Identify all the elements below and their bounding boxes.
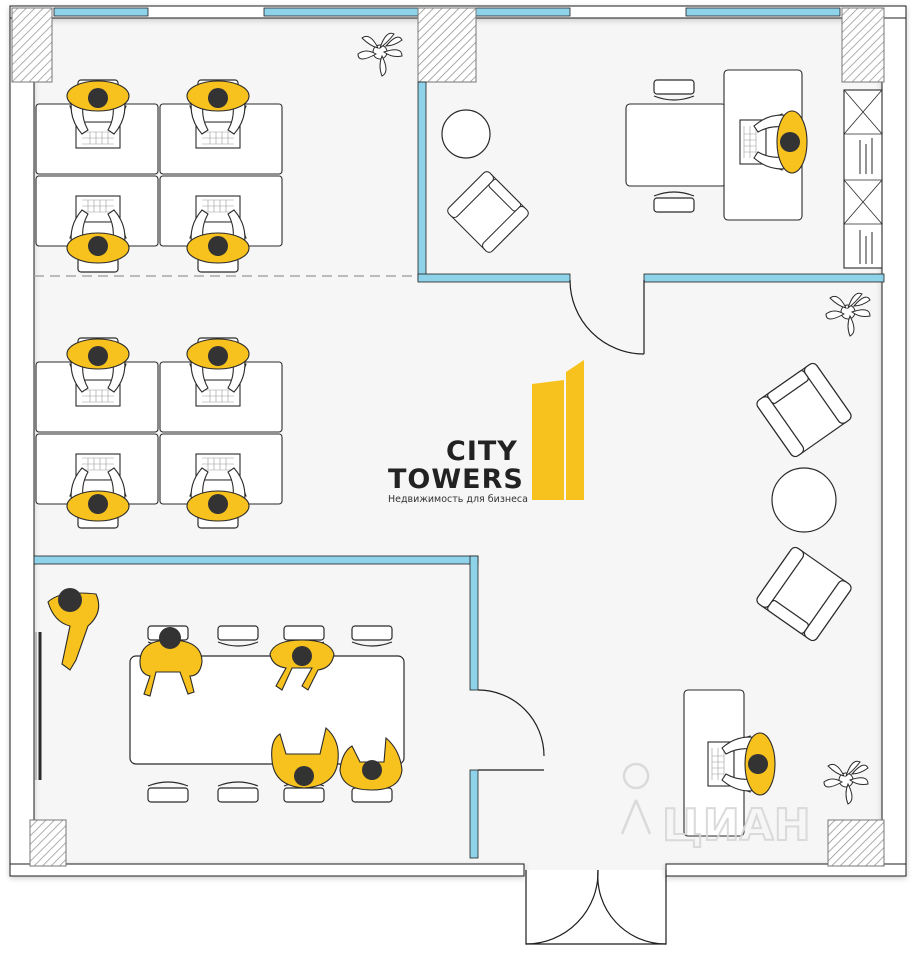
door-icon (477, 279, 667, 945)
logo-tagline: Недвижимость для бизнеса (388, 494, 528, 505)
cabinet-furniture (357, 32, 883, 269)
watermark-text: ЦИАН (662, 800, 811, 851)
lounge-area (683, 292, 871, 837)
outer-walls (9, 5, 907, 877)
brand-logo: CITY TOWERS Недвижимость для бизнеса (388, 360, 584, 505)
round-table-icon (771, 467, 837, 533)
logo-title-line1: CITY (446, 436, 518, 467)
conference-table (129, 655, 405, 765)
meeting-room (35, 588, 405, 803)
person-at-laptop-icon (739, 110, 808, 174)
watermark: ЦИАН (620, 762, 812, 852)
round-table-icon (441, 109, 491, 159)
tower-logo-mark (532, 380, 564, 500)
glass-partitions (33, 81, 885, 859)
structural-columns (11, 7, 885, 867)
logo-title-line2: TOWERS (388, 464, 524, 495)
person-icon (47, 588, 403, 791)
location-pin-icon (620, 762, 652, 835)
person-at-laptop-icon (707, 732, 776, 796)
